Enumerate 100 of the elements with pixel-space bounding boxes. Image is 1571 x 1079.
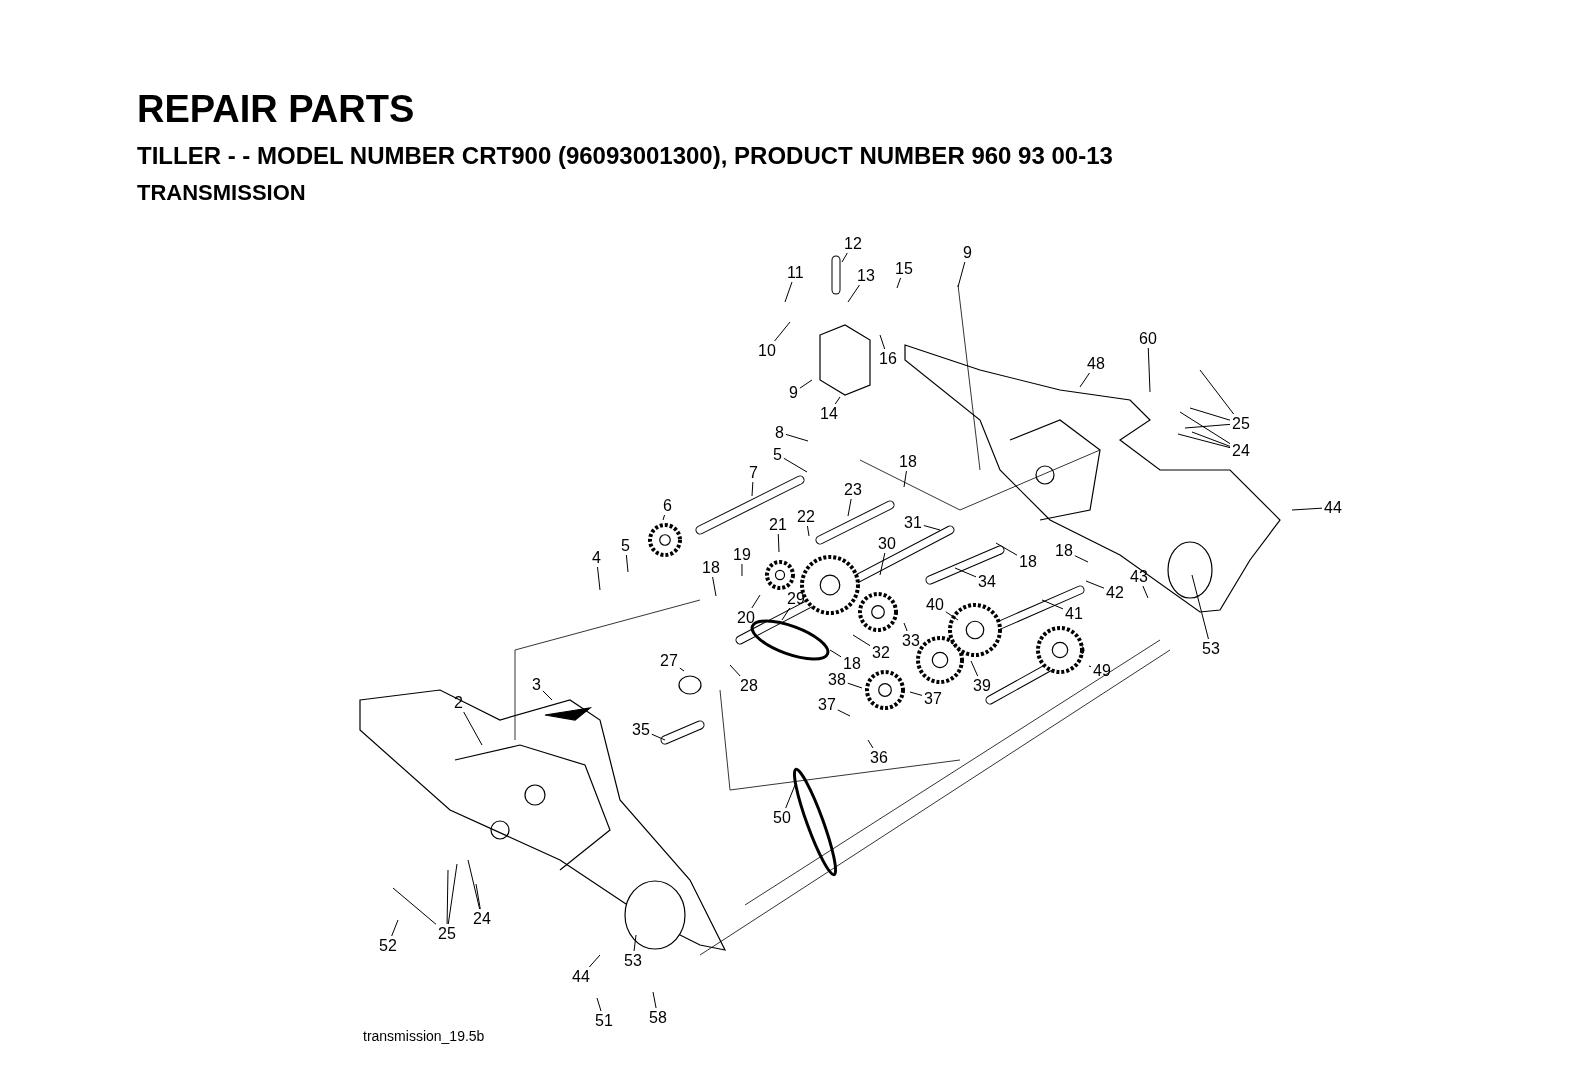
leader-line [909,691,923,696]
callout-number: 31 [903,514,923,531]
leader-line [783,457,808,473]
leader-line [542,690,553,701]
callout-number: 25 [1231,415,1251,432]
callout-number: 5 [620,537,631,554]
callout-number: 2 [453,694,464,711]
leader-line [847,682,863,689]
callout-number: 21 [768,516,788,533]
leader-line [712,576,717,597]
callout-number: 3 [531,676,542,693]
leader-line [837,709,851,717]
callout-number: 18 [701,559,721,576]
leader-line [1085,580,1105,589]
callout-number: 19 [732,546,752,563]
callout-number: 4 [591,549,602,566]
leader-line [785,784,796,809]
callout-number: 50 [772,809,792,826]
leader-line [662,514,666,521]
callout-number: 40 [925,596,945,613]
callout-number: 32 [871,644,891,661]
leader-line [995,542,1018,556]
callout-number: 11 [786,264,805,281]
callout-number: 24 [472,910,492,927]
callout-number: 22 [796,508,816,525]
leader-line [751,481,754,497]
leader-line [829,649,842,658]
leader-line [841,252,848,263]
leader-line [679,667,685,672]
callout-number: 14 [819,405,839,422]
callout-number: 49 [1092,662,1112,679]
leader-line [1079,372,1090,388]
callout-number: 16 [878,350,898,367]
leader-line [867,739,874,749]
callout-number: 30 [877,535,897,552]
leader-line [879,552,886,576]
callout-number: 37 [923,690,943,707]
leader-line [896,277,902,289]
callout-number: 51 [594,1012,614,1029]
leader-line [903,622,908,632]
leader-line [784,281,793,303]
leader-line [852,634,871,647]
leader-line [774,321,791,342]
leader-line [446,869,449,925]
subtitle: TRANSMISSION [137,180,306,206]
callout-number: 13 [856,267,876,284]
leader-line [392,887,437,925]
leader-line [597,566,601,591]
callout-number: 28 [739,677,759,694]
leader-line [834,396,841,405]
leader-line [1179,411,1231,445]
callout-number: 23 [843,481,863,498]
callout-number: 29 [786,590,806,607]
callout-number: 24 [1231,442,1251,459]
callout-number: 39 [972,677,992,694]
callout-number: 18 [842,655,862,672]
leader-line [903,470,907,488]
callout-number: 60 [1138,330,1158,347]
leader-line [806,525,810,537]
callout-number: 8 [774,424,785,441]
callout-number: 15 [894,260,914,277]
callout-number: 34 [977,573,997,590]
callout-number: 18 [1018,553,1038,570]
callout-number: 6 [662,497,673,514]
callout-number: 44 [571,968,591,985]
callout-number: 48 [1086,355,1106,372]
leader-line [785,433,809,442]
leader-line [741,563,743,577]
callout-number: 41 [1064,605,1084,622]
callout-number: 12 [843,235,863,252]
leader-line [729,664,741,677]
callout-number: 33 [901,632,921,649]
leader-line [957,261,966,288]
leader-line [463,711,483,746]
leader-line [625,554,629,573]
callout-number: 10 [757,342,777,359]
leader-line [467,859,481,910]
leader-line [596,997,602,1012]
leader-line [954,567,977,578]
leader-line [1191,574,1209,640]
callout-number: 52 [378,937,398,954]
leader-line [1291,507,1323,511]
leader-line [1184,423,1231,429]
callout-number: 43 [1129,568,1149,585]
leader-line [1088,665,1092,668]
callout-number: 9 [788,384,799,401]
leader-line [799,379,813,389]
page-title: REPAIR PARTS [137,88,415,131]
callout-number: 7 [748,464,759,481]
leader-line [1189,407,1231,421]
leader-line [1147,347,1151,393]
callout-number: 9 [962,244,973,261]
leader-line [879,334,886,350]
leader-line [970,660,979,677]
leader-line [1142,585,1149,599]
leader-line [781,607,791,621]
callout-number: 58 [648,1009,668,1026]
leader-line [633,934,637,952]
callout-number: 35 [631,721,651,738]
leader-line [1074,555,1089,563]
